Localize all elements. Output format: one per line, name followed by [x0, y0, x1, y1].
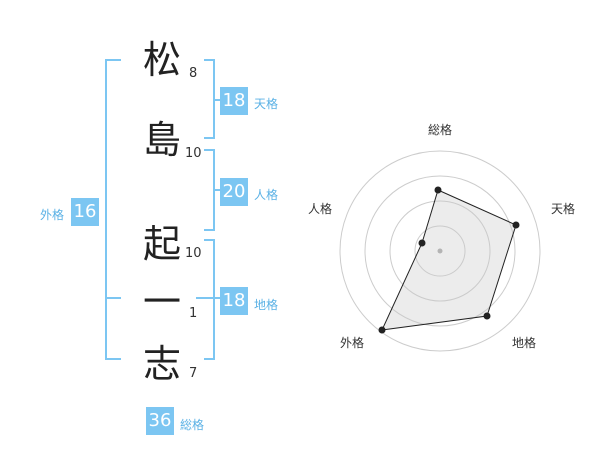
- chikaku-label: 地格: [254, 298, 279, 312]
- radar-label-jinkaku: 人格: [308, 201, 332, 216]
- gaikaku-label: 外格: [40, 208, 65, 222]
- radar-point-jinkaku: [418, 239, 426, 247]
- radar-ring-4: [339, 150, 541, 352]
- radar-ring-3: [364, 175, 516, 327]
- stroke-count-4: 1: [189, 306, 198, 321]
- radar-point-gaikaku: [378, 326, 386, 334]
- jinkaku-value: 20: [220, 178, 248, 206]
- gaikaku-value: 16: [71, 198, 99, 226]
- radar-point-soukaku: [434, 186, 442, 194]
- name-char-4: 一: [142, 280, 181, 324]
- radar-label-chikaku: 地格: [512, 335, 536, 350]
- soukaku-label: 総格: [180, 418, 205, 432]
- radar-point-chikaku: [483, 312, 491, 320]
- stroke-count-3: 10: [185, 246, 202, 261]
- tenkaku-label: 天格: [254, 97, 279, 111]
- radar-label-soukaku: 総格: [428, 122, 452, 137]
- radar-point-tenkaku: [512, 221, 520, 229]
- name-char-1: 松: [142, 38, 181, 82]
- stroke-count-5: 7: [189, 366, 198, 381]
- name-char-5: 志: [142, 342, 181, 386]
- radar-label-tenkaku: 天格: [551, 201, 575, 216]
- radar-ring-2: [389, 200, 491, 302]
- radar-center: [437, 248, 443, 254]
- name-char-2: 島: [142, 118, 181, 162]
- gaikaku-bracket: [105, 59, 121, 360]
- radar-label-gaikaku: 外格: [340, 335, 364, 350]
- tenkaku-value: 18: [220, 87, 248, 115]
- jinkaku-label: 人格: [254, 188, 279, 202]
- stroke-count-1: 8: [189, 66, 198, 81]
- name-char-3: 起: [142, 222, 181, 266]
- radar-ring-1: [414, 225, 466, 277]
- chikaku-value: 18: [220, 287, 248, 315]
- radar-polygon: [381, 189, 517, 331]
- chikaku-bracket: [204, 239, 215, 360]
- stroke-count-2: 10: [185, 146, 202, 161]
- soukaku-value: 36: [146, 407, 174, 435]
